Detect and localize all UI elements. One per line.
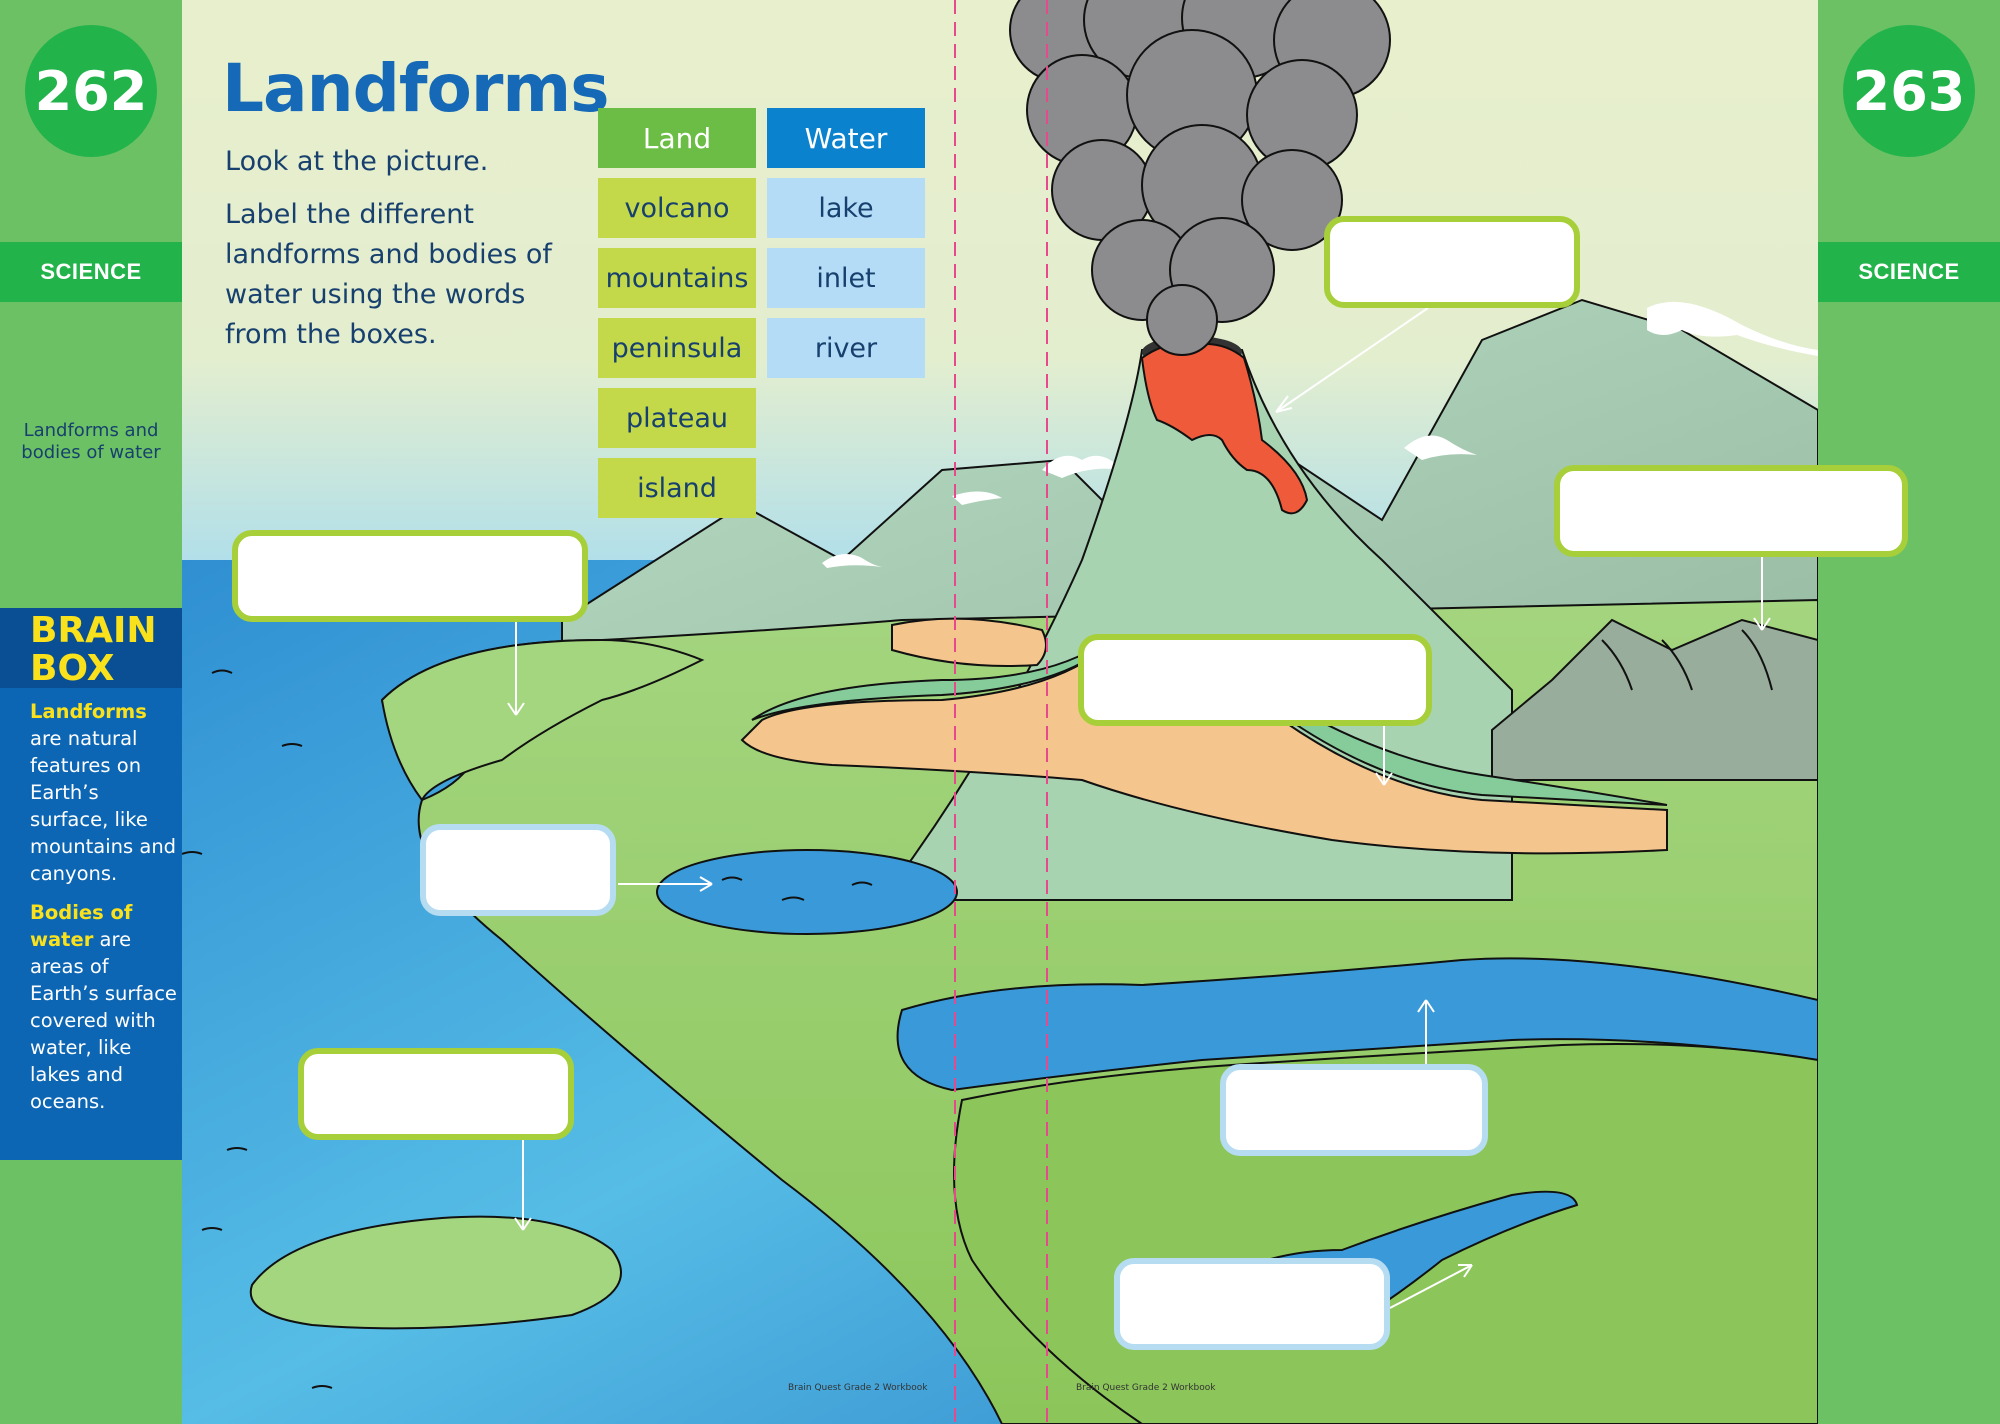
answer-box-plateau[interactable] bbox=[1078, 634, 1432, 726]
instruction-line-2: Label the different landforms and bodies… bbox=[225, 199, 552, 350]
subject-label-right: SCIENCE bbox=[1818, 242, 2000, 302]
water-word: river bbox=[767, 318, 925, 378]
footer-right: Brain Quest Grade 2 Workbook bbox=[1076, 1383, 1216, 1393]
brain-box-landforms-definition: Landforms are natural features on Earth’… bbox=[30, 700, 177, 885]
page-number-right: 263 bbox=[1843, 25, 1975, 157]
answer-box-volcano[interactable] bbox=[1324, 216, 1580, 308]
right-side-strip: 263 SCIENCE bbox=[1818, 0, 2000, 1424]
instruction-line-1: Look at the picture. bbox=[225, 146, 489, 177]
landforms-illustration bbox=[182, 0, 1818, 1424]
land-header: Land bbox=[598, 108, 756, 168]
island bbox=[249, 1215, 622, 1330]
snow-cap bbox=[952, 491, 1002, 505]
water-word: lake bbox=[767, 178, 925, 238]
brain-box: BRAIN BOX Landforms are natural features… bbox=[0, 608, 182, 1160]
answer-box-lake[interactable] bbox=[420, 824, 616, 916]
lava bbox=[1140, 342, 1309, 515]
answer-box-inlet[interactable] bbox=[1114, 1258, 1390, 1350]
footer-left: Brain Quest Grade 2 Workbook bbox=[788, 1383, 928, 1393]
answer-box-island[interactable] bbox=[298, 1048, 574, 1140]
land-word: volcano bbox=[598, 178, 756, 238]
answer-box-river[interactable] bbox=[1220, 1064, 1488, 1156]
left-side-strip: 262 SCIENCE Landforms and bodies of wate… bbox=[0, 0, 182, 1424]
land-word: plateau bbox=[598, 388, 756, 448]
brain-box-text: Landforms are natural features on Earth’… bbox=[30, 698, 180, 1127]
ocean-waves bbox=[182, 669, 333, 1389]
answer-box-peninsula[interactable] bbox=[232, 530, 588, 622]
snow-cap bbox=[1042, 455, 1122, 478]
topic-label: Landforms and bodies of water bbox=[21, 420, 161, 463]
snow-cap bbox=[1647, 301, 1818, 356]
plateau-top bbox=[751, 635, 1668, 806]
snow-cap bbox=[822, 554, 882, 568]
land-word: island bbox=[598, 458, 756, 518]
volcano-smoke bbox=[1009, 0, 1391, 356]
subject-label-left: SCIENCE bbox=[0, 242, 182, 302]
water-header: Water bbox=[767, 108, 925, 168]
water-word: inlet bbox=[767, 248, 925, 308]
brain-box-title: BRAIN BOX bbox=[0, 608, 182, 688]
page-number-left: 262 bbox=[25, 25, 157, 157]
plateau-cliff bbox=[740, 645, 1668, 855]
peninsula bbox=[380, 638, 705, 802]
lake bbox=[656, 849, 958, 935]
snow-cap bbox=[1404, 435, 1477, 460]
rocky-mountains bbox=[1491, 618, 1818, 781]
land-word: mountains bbox=[598, 248, 756, 308]
landscape-scene bbox=[182, 0, 1818, 1424]
label-arrows bbox=[507, 307, 1771, 1309]
page-title: Landforms bbox=[222, 50, 609, 127]
plateau-ledge bbox=[891, 617, 1047, 667]
water-word-bank: Water lake inlet river bbox=[767, 108, 925, 388]
brain-box-water-definition: Bodies of water are areas of Earth’s sur… bbox=[30, 901, 177, 1113]
land-word: peninsula bbox=[598, 318, 756, 378]
answer-box-mountains[interactable] bbox=[1554, 465, 1908, 557]
land-word-bank: Land volcano mountains peninsula plateau… bbox=[598, 108, 756, 528]
